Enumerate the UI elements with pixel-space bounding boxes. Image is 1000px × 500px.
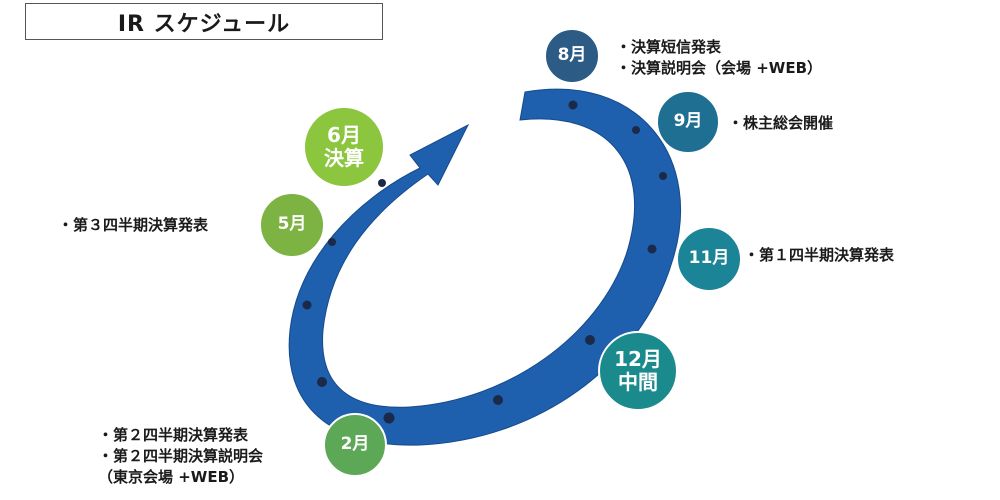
month-label-dec-1: 12月 <box>614 347 662 371</box>
month-circle-feb: 2月 <box>323 413 387 477</box>
arrow-hole <box>493 395 503 405</box>
arrow-hole <box>317 377 327 387</box>
month-circle-jun: 6月 決算 <box>303 106 385 188</box>
month-label-jun-2: 決算 <box>324 146 364 170</box>
arrow-hole <box>659 172 667 180</box>
month-label-aug: 8月 <box>557 45 587 66</box>
note-feb-line-2: ・第２四半期決算説明会 <box>98 447 264 465</box>
note-aug: ・決算短信発表 ・決算説明会（会場 +WEB） <box>616 37 822 79</box>
arrow-hole <box>568 100 578 110</box>
note-nov: ・第１四半期決算発表 <box>744 245 894 266</box>
note-aug-line-1: ・決算短信発表 <box>616 38 722 56</box>
month-circle-may: 5月 <box>259 192 325 258</box>
month-label-feb: 2月 <box>340 434 370 455</box>
arrow-hole <box>632 126 640 134</box>
note-nov-line-1: ・第１四半期決算発表 <box>744 246 895 264</box>
month-label-nov: 11月 <box>688 248 730 269</box>
note-aug-line-2: ・決算説明会（会場 +WEB） <box>616 59 823 77</box>
month-label-dec-2: 中間 <box>618 370 658 394</box>
month-label-sep: 9月 <box>673 111 703 132</box>
arrow-hole <box>302 300 312 310</box>
page-title: IR スケジュール <box>25 3 383 40</box>
arrow-hole <box>328 238 336 246</box>
month-circle-dec: 12月 中間 <box>598 331 678 411</box>
note-sep-line-1: ・株主総会開催 <box>728 114 834 132</box>
month-circle-nov: 11月 <box>676 226 742 292</box>
arrow-hole <box>383 412 395 424</box>
cycle-arrow <box>288 88 681 446</box>
note-feb-line-3: （東京会場 +WEB） <box>98 468 245 486</box>
note-may: ・第３四半期決算発表 <box>58 215 208 236</box>
arrow-hole <box>378 179 386 187</box>
arrow-hole <box>647 244 657 254</box>
month-label-jun-1: 6月 <box>327 123 361 147</box>
month-label-may: 5月 <box>277 214 307 235</box>
note-may-line-1: ・第３四半期決算発表 <box>58 216 209 234</box>
note-feb-line-1: ・第２四半期決算発表 <box>98 426 249 444</box>
arrow-hole <box>585 335 595 345</box>
note-feb: ・第２四半期決算発表 ・第２四半期決算説明会 （東京会場 +WEB） <box>98 425 263 488</box>
note-sep: ・株主総会開催 <box>728 113 833 134</box>
month-circle-sep: 9月 <box>656 90 720 154</box>
month-circle-aug: 8月 <box>544 28 600 84</box>
